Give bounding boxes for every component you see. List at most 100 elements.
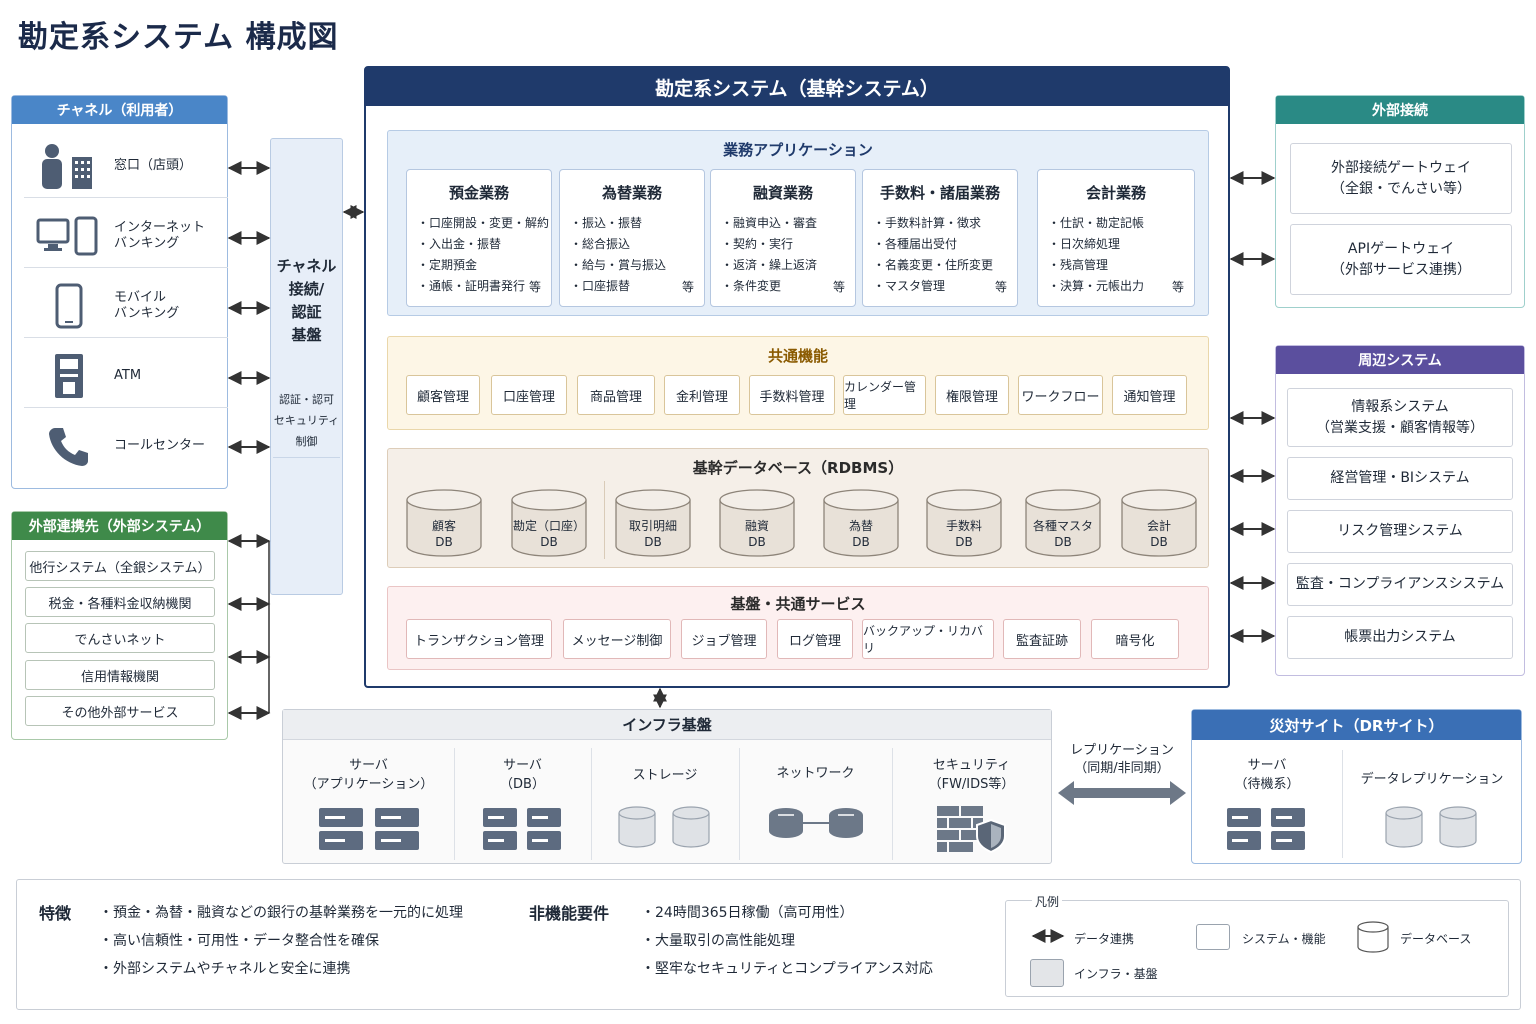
- platform-chip[interactable]: ログ管理: [777, 619, 853, 659]
- external-connect-panel: 外部接続 外部接続ゲートウェイ （全銀・でんさい等） APIゲートウェイ （外部…: [1275, 95, 1525, 308]
- db-cylinder[interactable]: 融資 DB: [718, 488, 796, 558]
- channel-item[interactable]: 窓口（店頭）: [24, 134, 228, 198]
- partner-item[interactable]: 信用情報機関: [25, 660, 215, 690]
- common-chip[interactable]: 口座管理: [491, 375, 567, 415]
- channel-item[interactable]: インターネット バンキング: [24, 204, 228, 268]
- platform-chip[interactable]: ジョブ管理: [681, 619, 767, 659]
- peripheral-item[interactable]: 帳票出力システム: [1287, 616, 1513, 659]
- platform-chip[interactable]: 暗号化: [1091, 619, 1179, 659]
- db-cylinder[interactable]: 各種マスタ DB: [1024, 488, 1102, 558]
- partner-item[interactable]: でんさいネット: [25, 623, 215, 653]
- peripheral-item[interactable]: 経営管理・BIシステム: [1287, 457, 1513, 500]
- biz-box-accounting[interactable]: 会計業務 ・仕訳・勘定記帳 ・日次締処理 ・残高管理 ・決算・元帳出力 等: [1037, 169, 1195, 307]
- gateway-sub: 認証・認可 セキュリティ 制御: [273, 393, 340, 448]
- db-cylinder[interactable]: 会計 DB: [1120, 488, 1198, 558]
- business-apps-title: 業務アプリケーション: [723, 141, 873, 159]
- platform-chip[interactable]: トランザクション管理: [406, 619, 552, 659]
- biz-item: ・条件変更: [721, 279, 782, 293]
- db-cylinder[interactable]: 為替 DB: [822, 488, 900, 558]
- external-partners-header: 外部連携先（外部システム）: [12, 512, 227, 540]
- api-gateway[interactable]: APIゲートウェイ （外部サービス連携）: [1290, 224, 1512, 295]
- infra-network[interactable]: ネットワーク: [739, 748, 892, 864]
- feature-item: ・高い信頼性・可用性・データ整合性を確保: [99, 933, 379, 949]
- biz-item: ・入出金・振替: [417, 237, 502, 251]
- infra-storage[interactable]: ストレージ: [591, 748, 739, 864]
- channel-label: モバイル バンキング: [114, 289, 180, 321]
- common-chip[interactable]: 手数料管理: [749, 375, 835, 415]
- storage-icon: [618, 806, 710, 848]
- common-chip[interactable]: 顧客管理: [406, 375, 480, 415]
- common-chip[interactable]: ワークフロー: [1018, 375, 1103, 415]
- channel-item[interactable]: ATM: [24, 344, 228, 408]
- platform-chip[interactable]: バックアップ・リカバリ: [862, 619, 994, 659]
- nonfunc-item: ・24時間365日稼働（高可用性）: [641, 905, 854, 921]
- peripheral-item[interactable]: 情報系システム （営業支援・顧客情報等）: [1287, 388, 1513, 447]
- biz-box-deposit[interactable]: 預金業務 ・口座開設・変更・解約 ・入出金・振替 ・定期預金 ・通帳・証明書発行…: [406, 169, 552, 307]
- common-chip[interactable]: 商品管理: [577, 375, 655, 415]
- database-title: 基幹データベース（RDBMS）: [692, 459, 904, 477]
- dr-server[interactable]: サーバ （待機系）: [1192, 748, 1342, 864]
- platform-chip[interactable]: メッセージ制御: [563, 619, 671, 659]
- db-cylinder[interactable]: 取引明細 DB: [614, 488, 692, 558]
- database-icon: [926, 489, 1002, 557]
- biz-box-fees[interactable]: 手数料・諸届業務 ・手数料計算・徴求 ・各種届出受付 ・名義変更・住所変更 ・マ…: [862, 169, 1018, 307]
- business-apps-section: 業務アプリケーション 預金業務 ・口座開設・変更・解約 ・入出金・振替 ・定期預…: [387, 130, 1209, 316]
- external-gateway[interactable]: 外部接続ゲートウェイ （全銀・でんさい等）: [1290, 143, 1512, 214]
- partner-item[interactable]: 税金・各種料金収納機関: [25, 587, 215, 617]
- features-title: 特徴: [39, 904, 72, 923]
- biz-item: ・契約・実行: [721, 237, 794, 251]
- peripheral-item[interactable]: リスク管理システム: [1287, 510, 1513, 553]
- dr-site-panel: 災対サイト（DRサイト） サーバ （待機系） データレプリケーション: [1191, 709, 1522, 864]
- channel-item[interactable]: モバイル バンキング: [24, 274, 228, 338]
- partner-item[interactable]: 他行システム（全銀システム）: [25, 551, 215, 581]
- platform-chip[interactable]: 監査証跡: [1003, 619, 1081, 659]
- dr-site-header: 災対サイト（DRサイト）: [1192, 710, 1521, 740]
- biz-item: ・口座開設・変更・解約: [417, 216, 550, 230]
- channel-label: インターネット バンキング: [114, 219, 206, 251]
- db-cylinder[interactable]: 勘定（口座） DB: [510, 488, 588, 558]
- nonfunc-item: ・大量取引の高性能処理: [641, 933, 795, 949]
- legend-infra: インフラ・基盤: [1074, 967, 1158, 981]
- dr-data-replication[interactable]: データレプリケーション: [1342, 748, 1522, 864]
- common-functions-section: 共通機能 顧客管理 口座管理 商品管理 金利管理 手数料管理 カレンダー管理 権…: [387, 336, 1209, 430]
- channel-item[interactable]: コールセンター: [24, 414, 228, 478]
- biz-item: ・融資申込・審査: [721, 216, 818, 230]
- infra-label: ストレージ: [632, 768, 698, 783]
- atm-icon: [24, 352, 114, 400]
- firewall-shield-icon: [936, 806, 1006, 854]
- legend-arrow-icon: [1031, 929, 1065, 943]
- db-cylinder[interactable]: 手数料 DB: [925, 488, 1003, 558]
- legend-system-swatch: [1196, 924, 1230, 950]
- db-label: 各種マスタ DB: [1032, 519, 1093, 549]
- channel-gateway[interactable]: チャネル 接続/ 認証 基盤 認証・認可 セキュリティ 制御: [270, 138, 343, 595]
- legend-database-icon: [1357, 921, 1389, 953]
- biz-item: ・通帳・証明書発行: [417, 279, 526, 293]
- biz-title: 預金業務: [448, 184, 509, 202]
- pc-tablet-icon: [24, 216, 114, 256]
- common-chip[interactable]: 権限管理: [935, 375, 1009, 415]
- external-connect-header: 外部接続: [1276, 96, 1524, 124]
- common-chip[interactable]: 通知管理: [1112, 375, 1187, 415]
- nonfunc-item: ・堅牢なセキュリティとコンプライアンス対応: [641, 961, 933, 977]
- legend-title: 凡例: [1032, 893, 1063, 910]
- biz-item: ・口座振替: [570, 279, 631, 293]
- biz-box-exchange[interactable]: 為替業務 ・振込・振替 ・総合振込 ・給与・賞与振込 ・口座振替 等: [559, 169, 705, 307]
- infra-title: インフラ基盤: [283, 710, 1051, 740]
- database-icon: [719, 489, 795, 557]
- peripheral-item[interactable]: 監査・コンプライアンスシステム: [1287, 563, 1513, 606]
- biz-item: ・給与・賞与振込: [570, 258, 667, 272]
- db-cylinder[interactable]: 顧客 DB: [405, 488, 483, 558]
- biz-item: ・名義変更・住所変更: [873, 258, 994, 272]
- infra-db-server[interactable]: サーバ （DB）: [454, 748, 591, 864]
- biz-box-loan[interactable]: 融資業務 ・融資申込・審査 ・契約・実行 ・返済・繰上返済 ・条件変更 等: [710, 169, 856, 307]
- infra-app-server[interactable]: サーバ （アプリケーション）: [283, 748, 454, 864]
- legend-system: システム・機能: [1242, 932, 1326, 946]
- common-chip[interactable]: カレンダー管理: [843, 375, 926, 415]
- biz-title: 融資業務: [752, 184, 813, 202]
- common-chip[interactable]: 金利管理: [664, 375, 740, 415]
- smartphone-icon: [24, 283, 114, 329]
- partner-item[interactable]: その他外部サービス: [25, 696, 215, 726]
- infra-security[interactable]: セキュリティ （FW/IDS等）: [892, 748, 1051, 864]
- biz-title: 手数料・諸届業務: [879, 184, 1000, 202]
- peripheral-panel: 周辺システム 情報系システム （営業支援・顧客情報等） 経営管理・BIシステム …: [1275, 345, 1525, 676]
